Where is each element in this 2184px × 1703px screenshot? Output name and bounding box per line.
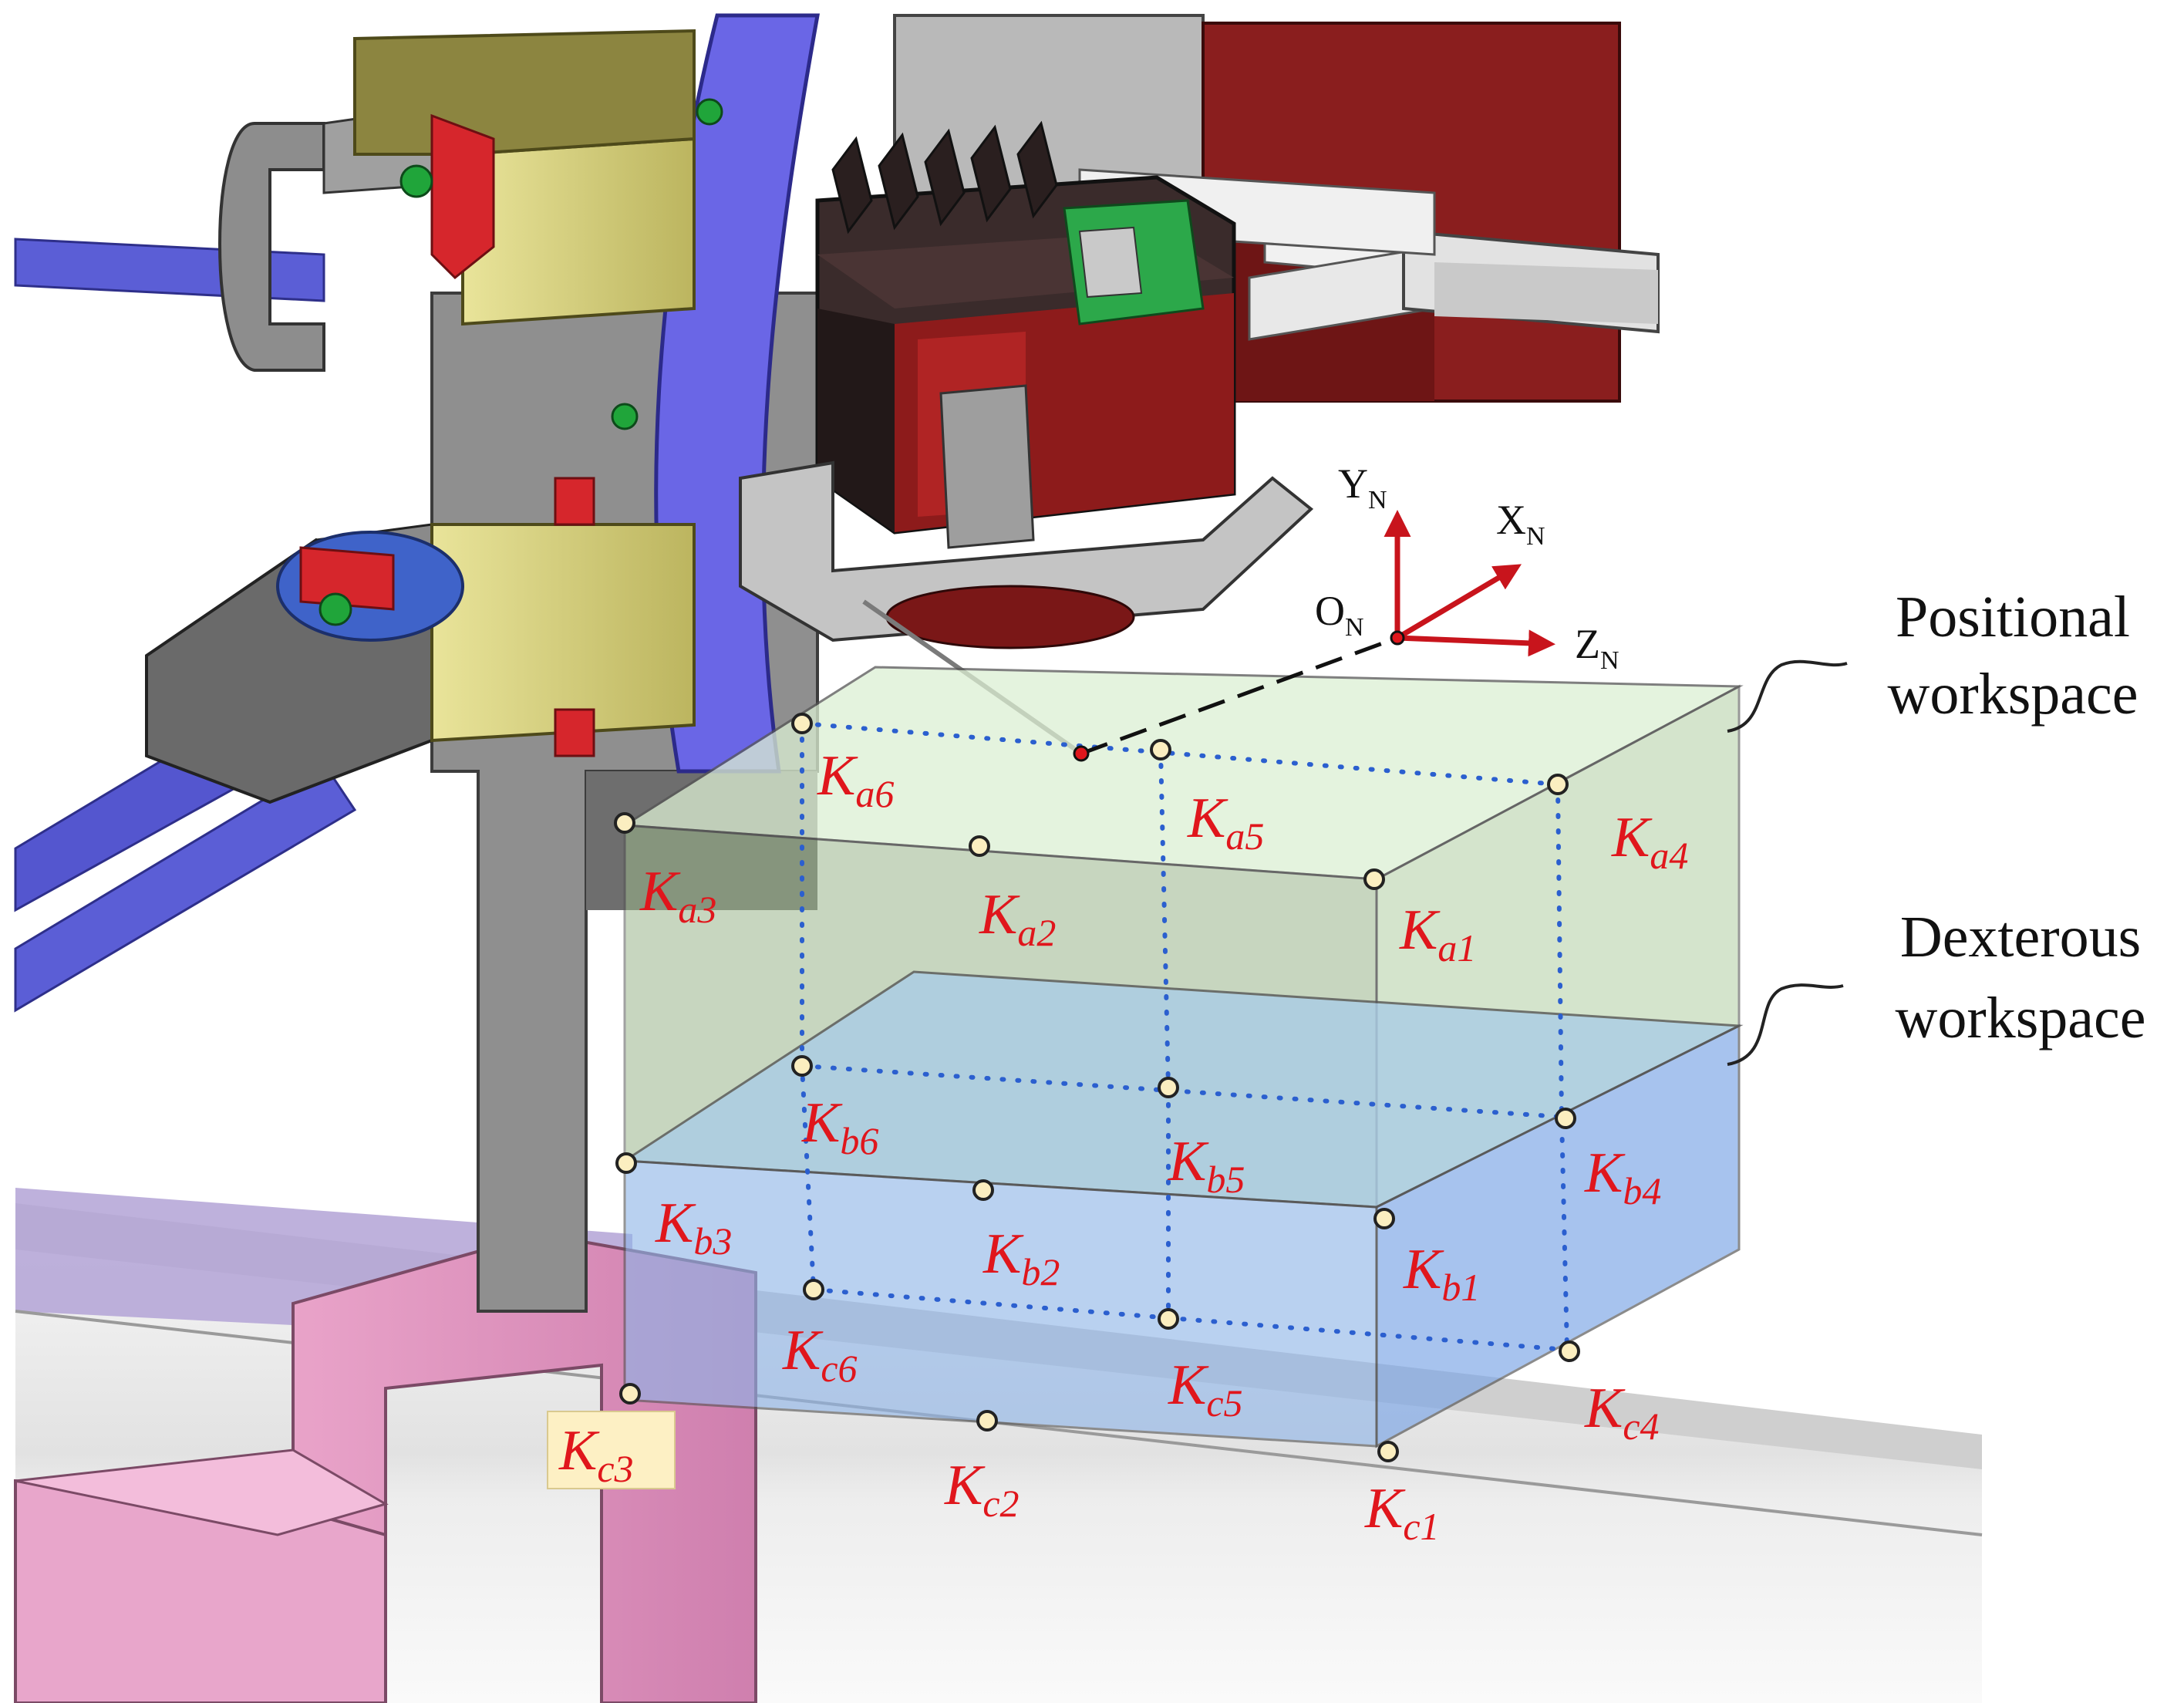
keypoint-c6-label: Kc6	[782, 1319, 858, 1390]
keypoint-b5-label: Kb5	[1168, 1130, 1245, 1201]
origin-label: ON	[1315, 588, 1364, 642]
positional-workspace-callout: Positional workspace	[1727, 585, 2138, 733]
keypoint-a3-label: Ka3	[639, 860, 716, 931]
keypoint-a5-label: Ka5	[1187, 787, 1264, 858]
keypoint-b6-marker	[791, 1055, 813, 1077]
keypoint-c5-marker	[1158, 1308, 1179, 1330]
kc3-highlight-box	[547, 1411, 676, 1489]
origin-point	[1390, 630, 1405, 646]
dexterous-workspace-label-line2: workspace	[1896, 986, 2146, 1050]
positional-workspace-label-line2: workspace	[1888, 662, 2138, 727]
keypoint-c2-label: Kc2	[944, 1454, 1020, 1525]
z-axis-arrow	[1397, 629, 1555, 657]
keypoint-b6-label: Kb6	[801, 1091, 878, 1162]
keypoint-c5-label: Kc5	[1168, 1354, 1243, 1425]
keypoint-c2-marker	[976, 1410, 998, 1432]
keypoint-a4-marker	[1547, 774, 1569, 795]
y-axis-label: YN	[1338, 460, 1387, 514]
keypoint-b3-marker	[615, 1152, 637, 1174]
keypoint-c4-label: Kc4	[1584, 1377, 1660, 1448]
keypoint-c4-marker	[1559, 1340, 1580, 1362]
keypoint-a6-marker	[791, 713, 813, 734]
keypoint-c1-label: Kc1	[1364, 1477, 1440, 1548]
positional-workspace-label: Positional	[1896, 585, 2130, 649]
keypoint-a1-marker	[1363, 868, 1385, 890]
origin-link-line	[1080, 636, 1398, 756]
x-axis-arrow	[1396, 564, 1522, 641]
keypoint-b1-marker	[1373, 1208, 1395, 1229]
dexterous-workspace-callout: Dexterous workspace	[1727, 905, 2146, 1066]
robot-gripper-assembly-icon	[14, 13, 1660, 1313]
keypoint-c6-marker	[803, 1279, 824, 1300]
keypoint-c3-label: Kc3	[558, 1419, 634, 1490]
keypoint-b2-label: Kb2	[982, 1222, 1060, 1293]
coordinate-frame: ON YN XN ZN	[1315, 460, 1619, 675]
keypoint-a6-label: Ka6	[817, 744, 894, 815]
keypoint-b2-marker	[972, 1179, 994, 1201]
keypoint-b1-label: Kb1	[1403, 1238, 1480, 1309]
keypoint-a4-label: Ka4	[1611, 806, 1688, 877]
keypoint-a2-label: Ka2	[979, 883, 1056, 954]
x-axis-label: XN	[1496, 497, 1545, 551]
tool-tip-point	[1073, 745, 1090, 762]
keypoint-b4-marker	[1555, 1108, 1576, 1129]
keypoint-c3-marker	[619, 1383, 641, 1405]
keypoint-a3-marker	[614, 812, 635, 834]
keypoint-a2-marker	[969, 835, 990, 857]
keypoint-a5-marker	[1150, 739, 1171, 760]
keypoint-b3-label: Kb3	[655, 1192, 732, 1263]
keypoint-b4-label: Kb4	[1584, 1142, 1661, 1212]
keypoint-b5-marker	[1158, 1077, 1179, 1098]
dexterous-workspace-label: Dexterous	[1900, 905, 2141, 970]
keypoint-c1-marker	[1377, 1441, 1399, 1462]
z-axis-label: ZN	[1575, 621, 1619, 675]
keypoint-a1-label: Ka1	[1399, 899, 1476, 970]
